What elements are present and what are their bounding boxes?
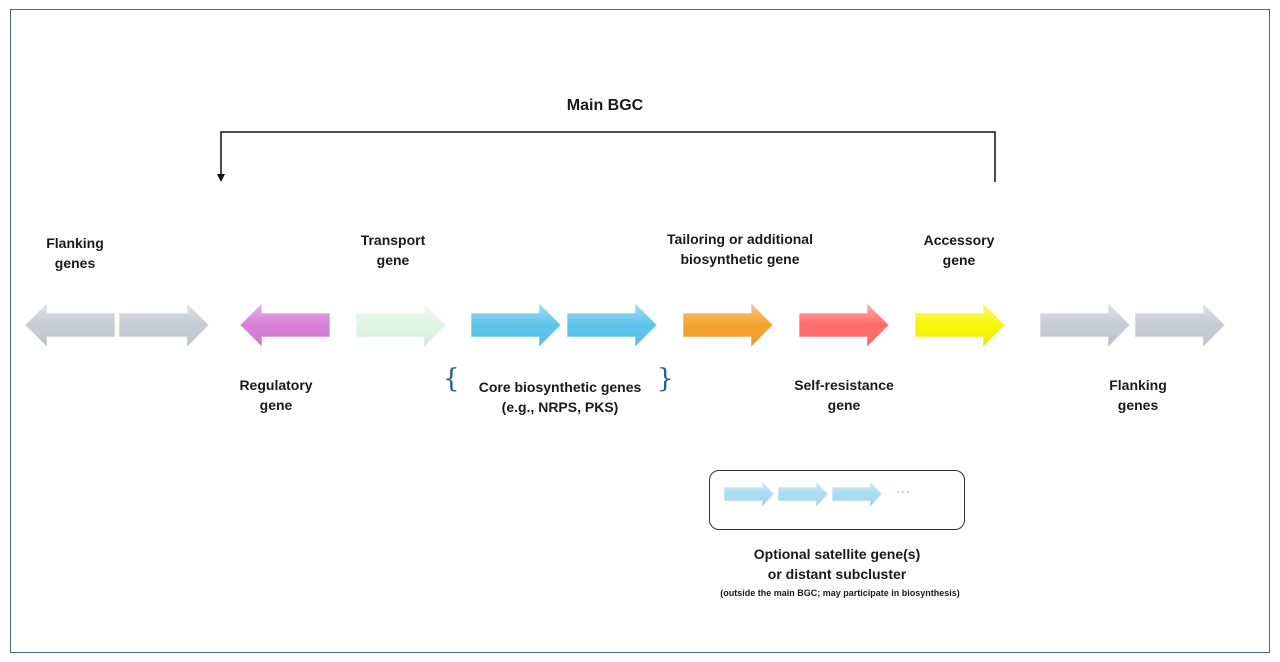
- label-flanking-genes-left: Flanking genes: [46, 235, 104, 271]
- tailoring-gene-arrow: [682, 301, 774, 349]
- core-brace-close: }: [657, 364, 674, 394]
- satellite-gene-row: [723, 479, 883, 509]
- gene-row: [24, 301, 1226, 349]
- label-satellite-genes: Optional satellite gene(s) or distant su…: [753, 546, 921, 582]
- label-core-biosynthetic-genes: Core biosynthetic genes (e.g., NRPS, PKS…: [478, 379, 642, 415]
- core-2-gene-arrow: [566, 301, 658, 349]
- sat-1-gene-arrow: [723, 479, 775, 509]
- accessory-gene-arrow: [914, 301, 1006, 349]
- label-tailoring-gene: Tailoring or additional biosynthetic gen…: [667, 231, 813, 267]
- core-brace-open: {: [443, 364, 460, 394]
- flank-l1-gene-arrow: [24, 301, 116, 349]
- flank-r2-gene-arrow: [1134, 301, 1226, 349]
- label-satellite-note: (outside the main BGC; may participate i…: [720, 588, 960, 598]
- satellite-ellipsis: ···: [896, 484, 911, 498]
- satellite-subcluster-box: [709, 470, 965, 530]
- label-flanking-genes-right: Flanking genes: [1109, 377, 1167, 413]
- flank-l2-gene-arrow: [118, 301, 210, 349]
- sat-3-gene-arrow: [831, 479, 883, 509]
- label-accessory-gene: Accessory gene: [923, 232, 995, 268]
- sat-2-gene-arrow: [777, 479, 829, 509]
- regulatory-gene-arrow: [239, 301, 331, 349]
- main-bgc-bracket: [217, 131, 996, 182]
- label-regulatory-gene: Regulatory gene: [239, 377, 313, 413]
- label-self-resistance-gene: Self-resistance gene: [794, 377, 894, 413]
- label-transport-gene: Transport gene: [360, 232, 426, 268]
- flank-r1-gene-arrow: [1039, 301, 1131, 349]
- main-bgc-title: Main BGC: [566, 97, 644, 114]
- core-1-gene-arrow: [470, 301, 562, 349]
- transport-gene-arrow: [355, 301, 447, 349]
- self-resistance-gene-arrow: [798, 301, 890, 349]
